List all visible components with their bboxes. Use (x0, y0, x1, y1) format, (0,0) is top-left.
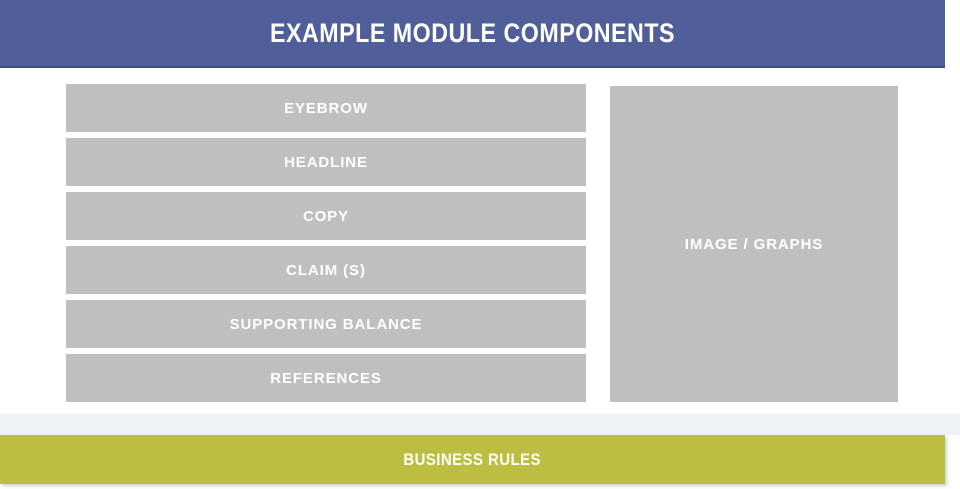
page-title: EXAMPLE MODULE COMPONENTS (269, 17, 676, 48)
component-box-copy[interactable]: COPY (66, 192, 586, 240)
component-box-label: REFERENCES (270, 369, 382, 387)
component-box-supporting-balance[interactable]: SUPPORTING BALANCE (66, 300, 586, 348)
component-box-claims[interactable]: CLAIM (S) (66, 246, 586, 294)
content-area: EYEBROW HEADLINE COPY CLAIM (S) SUPPORTI… (0, 70, 960, 414)
component-box-label: CLAIM (S) (286, 261, 366, 279)
component-box-references[interactable]: REFERENCES (66, 354, 586, 402)
media-placeholder-box[interactable]: IMAGE / GRAPHS (610, 86, 898, 402)
business-rules-band[interactable]: BUSINESS RULES (0, 435, 945, 484)
component-list: EYEBROW HEADLINE COPY CLAIM (S) SUPPORTI… (66, 84, 586, 402)
media-placeholder-label: IMAGE / GRAPHS (684, 235, 824, 253)
slide-header-band: EXAMPLE MODULE COMPONENTS (0, 0, 945, 68)
divider-band (0, 414, 960, 435)
component-box-eyebrow[interactable]: EYEBROW (66, 84, 586, 132)
component-box-label: COPY (302, 207, 350, 225)
component-box-label: HEADLINE (284, 153, 368, 171)
component-box-label: SUPPORTING BALANCE (229, 315, 423, 333)
component-box-label: EYEBROW (284, 99, 368, 117)
business-rules-label: BUSINESS RULES (403, 450, 542, 469)
component-box-headline[interactable]: HEADLINE (66, 138, 586, 186)
